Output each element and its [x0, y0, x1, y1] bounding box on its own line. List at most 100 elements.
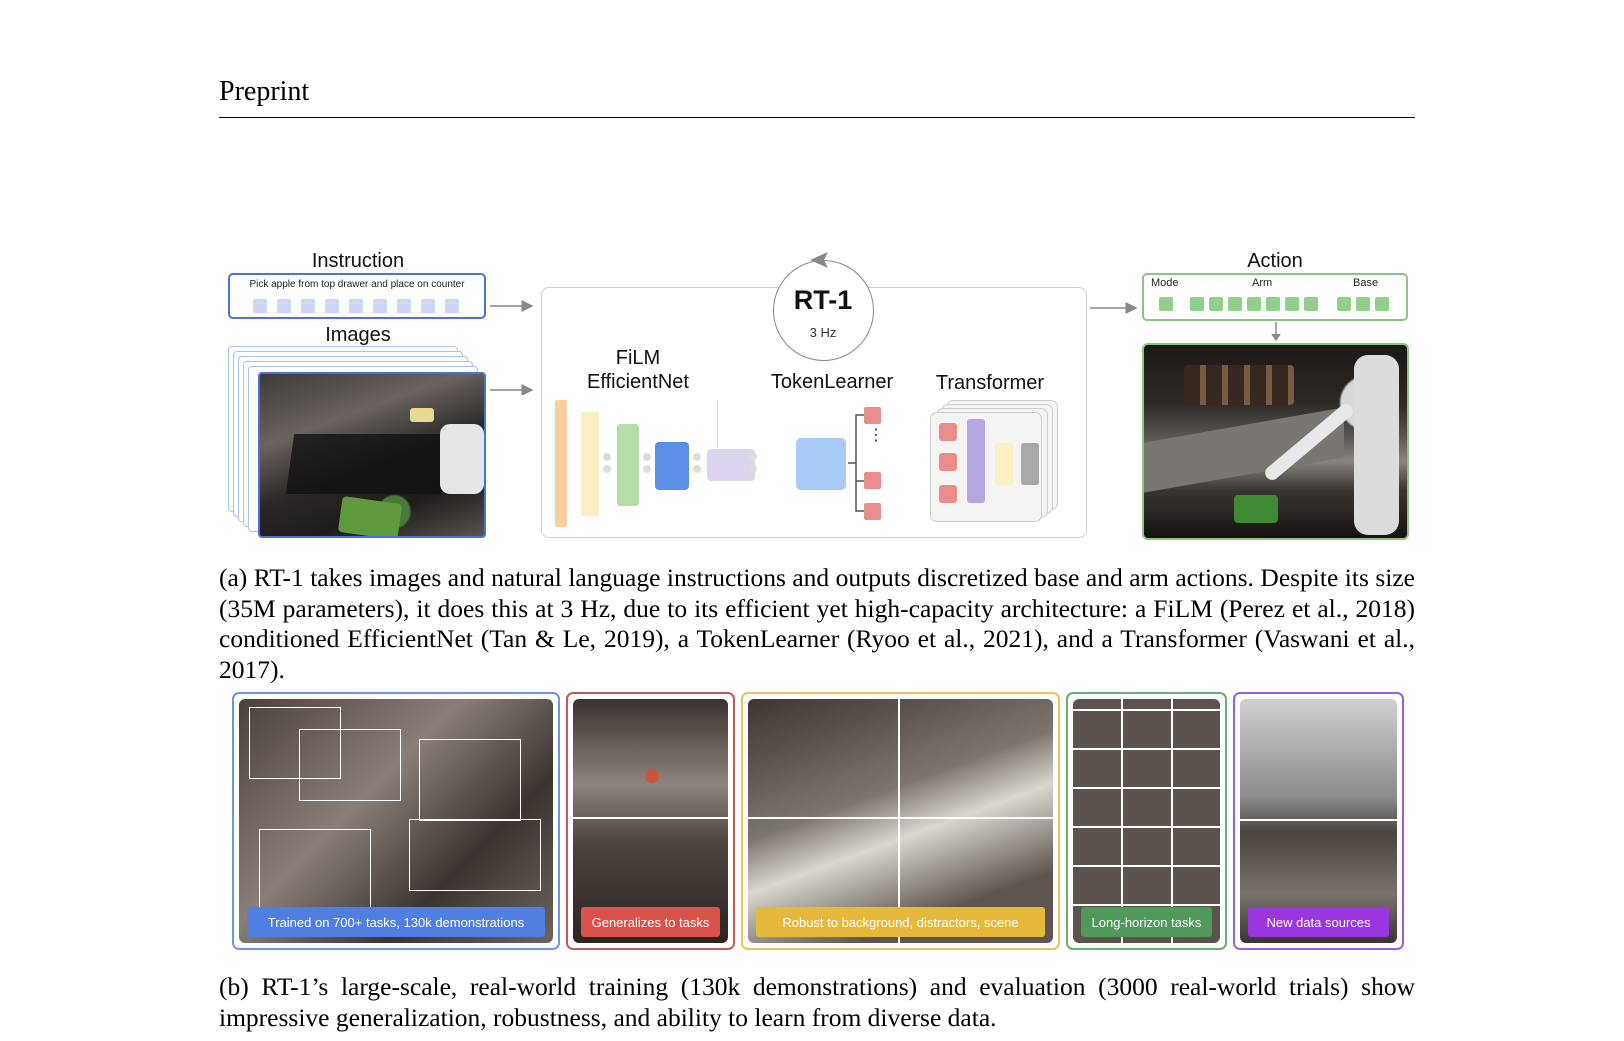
film-layer-yellow	[581, 412, 599, 516]
transformer-token	[939, 453, 957, 471]
instruction-box: Pick apple from top drawer and place on …	[228, 273, 486, 319]
learned-token	[864, 472, 881, 489]
transformer-ffn	[995, 443, 1013, 485]
tile-training: Trained on 700+ tasks, 130k demonstratio…	[232, 692, 560, 950]
jars	[1184, 365, 1294, 405]
dot	[693, 465, 701, 473]
film-dots	[603, 453, 611, 475]
action-base-label: Base	[1353, 277, 1379, 289]
snack-bag	[1234, 495, 1278, 523]
transformer-stack	[930, 400, 1070, 522]
collage-frame	[299, 729, 401, 801]
transformer-label: Transformer	[935, 372, 1045, 394]
action-token-base	[1375, 297, 1389, 311]
tile-new-data: New data sources	[1233, 692, 1404, 950]
output-arrow	[1090, 302, 1138, 314]
film-label: FiLM	[615, 347, 661, 369]
instruction-token	[253, 299, 267, 313]
instruction-text: Pick apple from top drawer and place on …	[249, 279, 465, 290]
action-label: Action	[1247, 250, 1303, 272]
instruction-label: Instruction	[311, 250, 405, 272]
loop-arrow-icon	[810, 252, 828, 268]
rt1-badge: RT-1 3 Hz	[773, 260, 874, 361]
collage-frame	[409, 819, 541, 891]
action-token-base	[1337, 297, 1351, 311]
collage-frame	[249, 707, 341, 779]
collage-divider	[573, 817, 728, 819]
instruction-token	[277, 299, 291, 313]
transformer-layer	[930, 412, 1042, 522]
tile-label: Robust to background, distractors, scene	[756, 907, 1045, 937]
instruction-token	[445, 299, 459, 313]
tile-label: Trained on 700+ tasks, 130k demonstratio…	[247, 907, 545, 937]
film-layer-blue	[655, 442, 689, 490]
learned-token	[864, 503, 881, 520]
transformer-attention	[967, 419, 985, 503]
action-token-arm	[1228, 297, 1242, 311]
tile-image: Robust to background, distractors, scene	[748, 699, 1053, 943]
transformer-token	[939, 485, 957, 503]
collage-divider	[748, 817, 1053, 819]
tile-image: Long-horizon tasks	[1073, 699, 1220, 943]
action-token-base	[1356, 297, 1370, 311]
caption-b: (b) RT-1’s large-scale, real-world train…	[219, 972, 1415, 1032]
instruction-token	[397, 299, 411, 313]
dot	[749, 453, 757, 461]
tile-label: Long-horizon tasks	[1081, 907, 1212, 937]
film-dots	[693, 453, 701, 475]
rt1-title: RT-1	[793, 285, 853, 315]
action-mode-label: Mode	[1151, 277, 1179, 289]
robot-gripper	[440, 424, 484, 494]
film-layer-orange	[555, 400, 567, 527]
caption-a: (a) RT-1 takes images and natural langua…	[219, 563, 1415, 684]
collage-frame	[259, 829, 371, 911]
instruction-token	[349, 299, 363, 313]
film-dots	[749, 453, 757, 475]
header-rule	[219, 117, 1415, 118]
tile-image: Trained on 700+ tasks, 130k demonstratio…	[239, 699, 553, 943]
dot	[643, 465, 651, 473]
image-stack	[228, 346, 490, 542]
action-token-arm	[1266, 297, 1280, 311]
tokenlearner-input	[796, 438, 846, 490]
tile-image: New data sources	[1240, 699, 1397, 943]
tile-label: Generalizes to tasks	[581, 907, 720, 937]
collage-divider	[1171, 699, 1173, 943]
tokenlearner-label: TokenLearner	[770, 371, 894, 393]
collage-divider	[1121, 699, 1123, 943]
tokenlearner-bracket	[848, 414, 868, 512]
input-arrows	[490, 300, 534, 395]
images-label: Images	[325, 324, 391, 346]
robot-body	[1354, 355, 1399, 535]
tile-generalization: Generalizes to tasks	[566, 692, 735, 950]
figure-a: Instruction Pick apple from top drawer a…	[228, 250, 1409, 542]
transformer-token	[939, 423, 957, 441]
film-layer-lavender	[707, 449, 755, 481]
transformer-output	[1021, 443, 1039, 485]
film-layer-green	[617, 424, 639, 506]
instruction-token	[301, 299, 315, 313]
drawer-shape	[285, 434, 465, 494]
sponge	[410, 408, 434, 422]
learned-token	[864, 407, 881, 424]
divider-line	[717, 400, 718, 454]
camera-image	[258, 372, 486, 538]
ellipsis-icon: ⋮	[868, 427, 884, 444]
collage-divider	[898, 699, 900, 943]
action-token-arm	[1285, 297, 1299, 311]
action-token-mode	[1159, 297, 1173, 311]
tile-label: New data sources	[1248, 907, 1389, 937]
collage-divider	[1240, 819, 1397, 821]
instruction-token	[421, 299, 435, 313]
instruction-token	[325, 299, 339, 313]
collage-frame	[419, 739, 521, 821]
dot	[643, 453, 651, 461]
action-token-arm	[1209, 297, 1223, 311]
instruction-token	[373, 299, 387, 313]
dot	[693, 453, 701, 461]
instruction-tokens	[253, 299, 473, 313]
tile-image: Generalizes to tasks	[573, 699, 728, 943]
figure-b: Trained on 700+ tasks, 130k demonstratio…	[0, 688, 1624, 953]
action-box: Mode Arm Base	[1142, 273, 1408, 321]
action-token-arm	[1247, 297, 1261, 311]
